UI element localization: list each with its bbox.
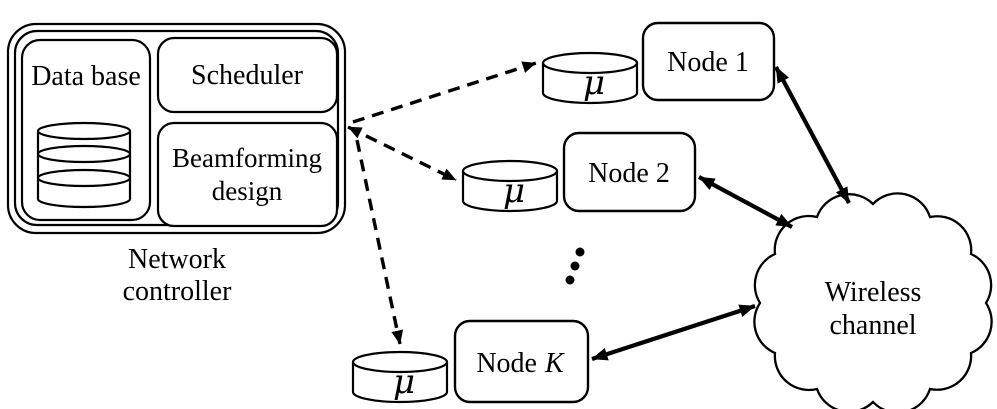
scheduler-module: Scheduler bbox=[156, 36, 339, 114]
node1-label: Node 1 bbox=[667, 47, 749, 78]
scheduler-label: Scheduler bbox=[191, 60, 304, 91]
database-stack-icon bbox=[36, 121, 132, 209]
control-links bbox=[347, 61, 537, 345]
beamforming-label-line2: design bbox=[212, 176, 283, 206]
node-1: Node 1 bbox=[641, 21, 776, 102]
database-module: Data base bbox=[20, 38, 152, 222]
node1-box bbox=[641, 21, 776, 102]
cloud-shape bbox=[753, 192, 993, 409]
cache1-cylinder-top bbox=[541, 51, 639, 75]
database-label: Data base bbox=[31, 61, 141, 92]
node-2: Node 2 bbox=[562, 131, 697, 213]
controller-caption-line1: Network bbox=[128, 244, 226, 275]
cache-node2: μ bbox=[461, 159, 559, 213]
arrow-node1-cloud bbox=[774, 66, 851, 204]
cacheK-mu-symbol: μ bbox=[393, 362, 415, 402]
wireless-channel: Wireless channel bbox=[753, 192, 993, 409]
node2-label: Node 2 bbox=[588, 158, 670, 189]
cacheK-cylinder-icon bbox=[351, 362, 449, 404]
beamforming-module: Beamforming design bbox=[156, 121, 339, 228]
cache-nodeK: μ bbox=[351, 350, 449, 404]
cache2-mu-symbol: μ bbox=[503, 171, 525, 211]
dashed-arrow-controller-to-cache1 bbox=[352, 61, 537, 124]
dashed-arrow-controller-to-cache2 bbox=[347, 125, 457, 182]
cacheK-cylinder-top bbox=[351, 350, 449, 374]
cache-node1: μ bbox=[541, 51, 639, 105]
arrow-node2-cloud bbox=[698, 175, 793, 229]
beamforming-box bbox=[156, 121, 339, 228]
wireless-links bbox=[591, 66, 851, 361]
cache2-cylinder-icon bbox=[461, 171, 559, 213]
cache1-cylinder-icon bbox=[541, 63, 639, 105]
ellipsis-dots bbox=[565, 247, 585, 285]
nodeK-box bbox=[453, 319, 590, 404]
ellipsis-dot-1 bbox=[575, 247, 585, 257]
scheduler-box bbox=[156, 36, 339, 114]
ellipsis-dot-2 bbox=[570, 261, 580, 271]
node2-box bbox=[562, 131, 697, 213]
cloud-label-line2: channel bbox=[829, 310, 916, 341]
arrow-nodeK-cloud bbox=[591, 304, 756, 361]
cache2-cylinder-top bbox=[461, 159, 559, 183]
beamforming-label-line1: Beamforming bbox=[172, 143, 322, 173]
network-controller: Data base Scheduler Beamforming design N… bbox=[6, 22, 347, 307]
dashed-arrow-controller-to-cacheK bbox=[355, 139, 404, 345]
cache1-mu-symbol: μ bbox=[583, 63, 605, 103]
controller-caption-line2: controller bbox=[123, 276, 233, 307]
ellipsis-dot-3 bbox=[565, 275, 575, 285]
cloud-label-line1: Wireless bbox=[825, 277, 922, 308]
